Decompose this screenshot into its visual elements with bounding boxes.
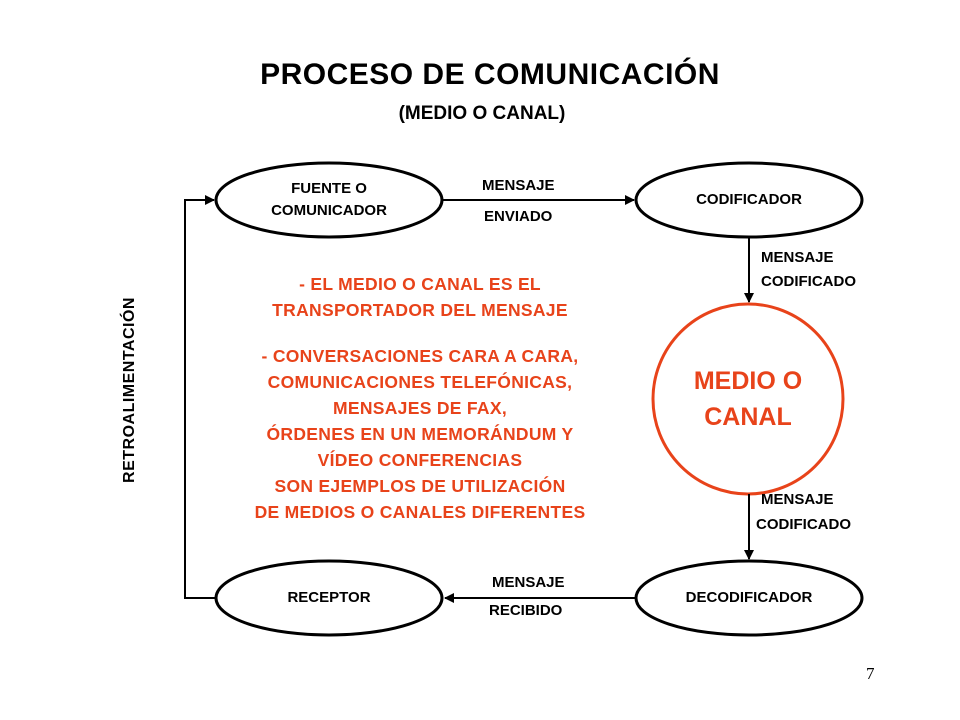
source-label-line1: FUENTE O [291, 180, 367, 197]
decoder-label: DECODIFICADOR [685, 589, 813, 606]
page-number: 7 [866, 664, 875, 683]
encoded-label-1-top: MENSAJE [761, 249, 834, 266]
desc-point1-line: TRANSPORTADOR DEL MENSAJE [272, 300, 568, 320]
source-node: FUENTE O COMUNICADOR [229, 170, 429, 230]
encoded-label-2-top: MENSAJE [761, 491, 834, 508]
desc-point2-line: MENSAJES DE FAX, [332, 398, 507, 418]
desc-point2-line: VÍDEO CONFERENCIAS [317, 450, 523, 470]
encoded-label-1-bottom: CODIFICADO [761, 273, 856, 290]
channel-description: - EL MEDIO O CANAL ES EL TRANSPORTADOR D… [198, 271, 642, 525]
channel-label-line2: CANAL [704, 403, 792, 431]
source-label-line2: COMUNICADOR [271, 202, 387, 219]
decoder-node-shape [634, 559, 864, 637]
page-title: PROCESO DE COMUNICACIÓN [260, 58, 720, 91]
feedback-line [184, 195, 215, 599]
desc-point2-line: - CONVERSACIONES CARA A CARA, [261, 346, 579, 366]
desc-point2-line: SON EJEMPLOS DE UTILIZACIÓN [274, 476, 566, 496]
feedback-label: RETROALIMENTACIÓN [121, 297, 138, 483]
page-subtitle: (MEDIO O CANAL) [398, 103, 566, 124]
source-node-shape [214, 161, 444, 239]
desc-point2-line: DE MEDIOS O CANALES DIFERENTES [254, 502, 586, 522]
encoder-label: CODIFICADOR [696, 191, 802, 208]
receiver-label: RECEPTOR [287, 589, 371, 606]
desc-spacer [198, 323, 642, 343]
channel-label-line1: MEDIO O [693, 367, 803, 395]
decoder-node: DECODIFICADOR [649, 568, 849, 628]
channel-node: MEDIO O CANAL [668, 339, 828, 459]
receiver-node-shape [214, 559, 444, 637]
desc-point1-line: - EL MEDIO O CANAL ES EL [299, 274, 541, 294]
sent-label-top: MENSAJE [482, 177, 555, 194]
desc-point2-line: COMUNICACIONES TELEFÓNICAS, [267, 372, 573, 392]
received-label-top: MENSAJE [492, 574, 565, 591]
desc-point2-line: ÓRDENES EN UN MEMORÁNDUM Y [266, 424, 574, 444]
encoded-label-2-bottom: CODIFICADO [756, 516, 851, 533]
received-label-bottom: RECIBIDO [489, 602, 563, 619]
sent-label-bottom: ENVIADO [484, 208, 553, 225]
receiver-node: RECEPTOR [229, 568, 429, 628]
encoder-node: CODIFICADOR [649, 170, 849, 230]
